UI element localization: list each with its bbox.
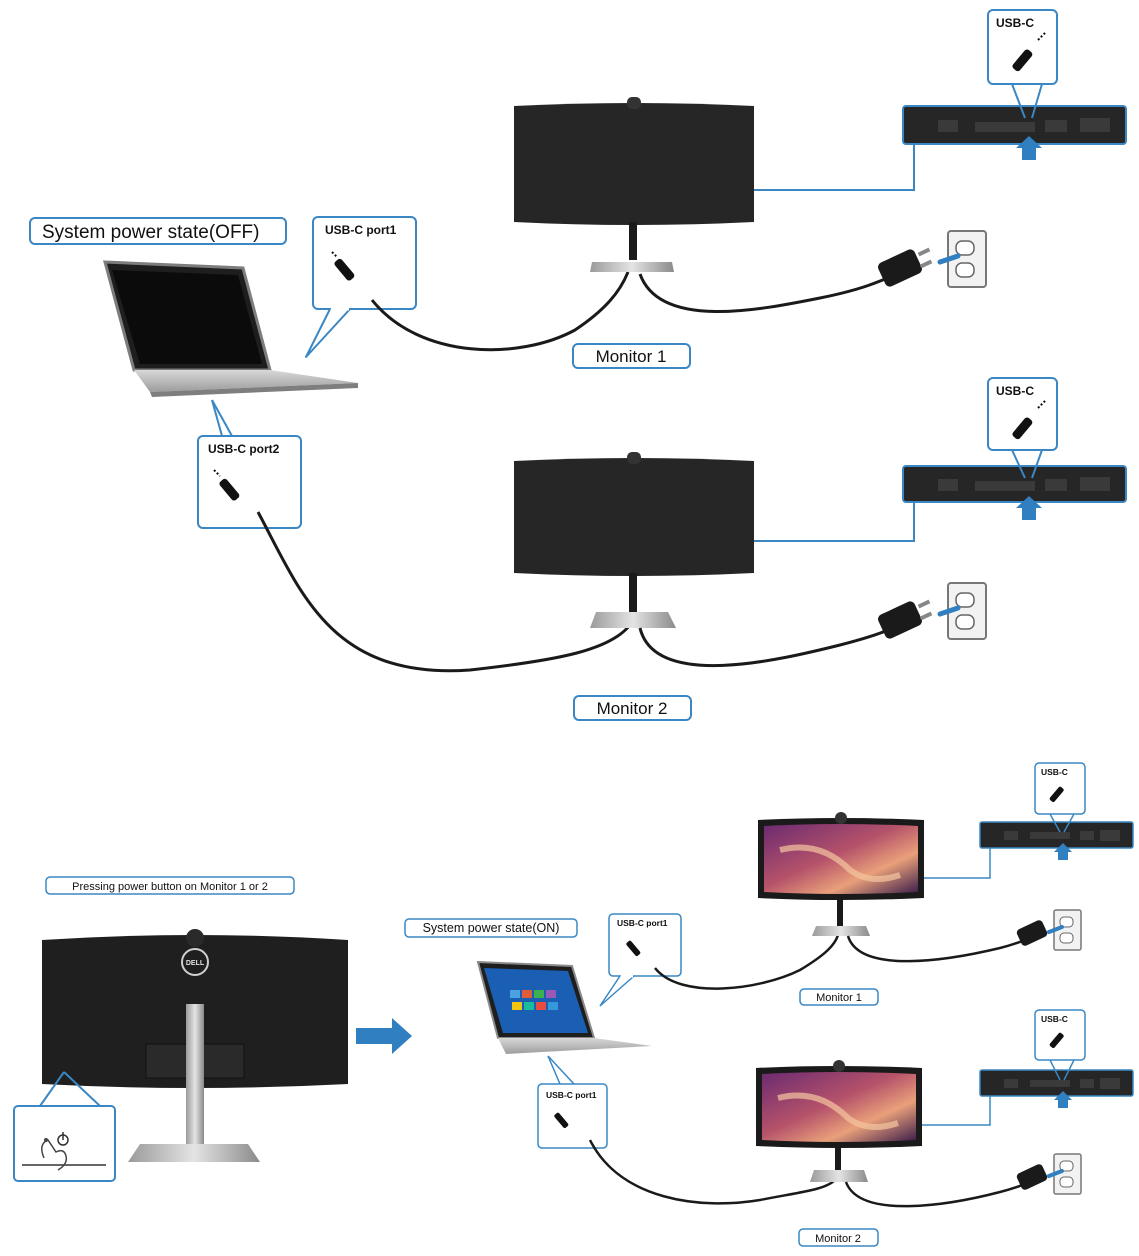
monitor-2-label: Monitor 2 xyxy=(573,695,692,721)
monitor-1-text: Monitor 1 xyxy=(596,347,667,366)
port-zoom-connector xyxy=(924,846,991,879)
power-cable-2 xyxy=(638,620,906,668)
arrow-right-icon xyxy=(356,1018,412,1054)
usbc-port1-text: USB-C port1 xyxy=(325,223,397,237)
monitor-1-on-label: Monitor 1 xyxy=(799,988,879,1006)
usbc-callout-monitor-2-on: USB-C xyxy=(1034,1009,1086,1081)
finger-press-icon xyxy=(41,1139,68,1171)
dell-logo-text: DELL xyxy=(186,960,205,967)
system-power-off-text: System power state(OFF) xyxy=(42,222,260,243)
usbc-text-2: USB-C xyxy=(996,384,1034,398)
laptop-on xyxy=(476,960,652,1054)
power-plug-icon xyxy=(1016,1164,1048,1190)
usbc-port1-callout-on-lower: USB-C port1 xyxy=(537,1055,608,1149)
pressing-power-label: Pressing power button on Monitor 1 or 2 xyxy=(45,876,295,895)
power-plug-icon xyxy=(878,599,933,639)
usbc-cable-1 xyxy=(370,271,630,352)
usbc-plug-icon xyxy=(331,251,355,281)
wall-outlet-icon xyxy=(1047,1153,1082,1195)
monitor-1-port-panel xyxy=(902,105,1127,160)
port-zoom-connector xyxy=(754,500,915,542)
port-zoom-connector xyxy=(922,1094,991,1126)
usbc-port1-callout-on: USB-C port1 xyxy=(599,913,682,1007)
usbc-port2-callout: USB-C port2 xyxy=(197,399,302,529)
usbc-callout-monitor-1-on: USB-C xyxy=(1034,762,1086,833)
usbc-on-text-2: USB-C xyxy=(1041,1014,1068,1024)
monitor-1 xyxy=(514,97,754,272)
usbc-port2-text: USB-C port2 xyxy=(208,442,280,456)
port-zoom-connector xyxy=(754,142,915,191)
system-power-on-text: System power state(ON) xyxy=(423,921,560,935)
power-plug-icon xyxy=(1016,920,1048,946)
monitor-2-on-port-panel xyxy=(979,1069,1134,1108)
usbc-cable-2 xyxy=(256,511,632,673)
dell-logo-icon xyxy=(181,948,209,976)
monitor-2-port-panel xyxy=(902,465,1127,520)
monitor-2-on xyxy=(756,1060,922,1182)
monitor-2-on-label: Monitor 2 xyxy=(798,1228,879,1247)
usbc-on-text-1: USB-C xyxy=(1041,767,1068,777)
system-power-on-label: System power state(ON) xyxy=(404,918,578,938)
power-plug-icon xyxy=(878,247,933,287)
system-power-off-label: System power state(OFF) xyxy=(29,217,287,245)
power-cable-1 xyxy=(638,268,906,313)
power-button-zoom xyxy=(13,1071,116,1182)
power-cable-on-2 xyxy=(844,1176,1041,1208)
usbc-callout-monitor-1: USB-C xyxy=(987,9,1058,119)
monitor-1-on xyxy=(758,812,924,936)
monitor-1-on-port-panel xyxy=(979,821,1134,860)
monitor-1-label: Monitor 1 xyxy=(572,343,691,369)
monitor-2-on-text: Monitor 2 xyxy=(815,1233,861,1245)
monitor-back-large: DELL xyxy=(42,929,348,1162)
wall-outlet-icon xyxy=(937,230,987,288)
wall-outlet-icon xyxy=(937,582,987,640)
usbc-cable-on-1 xyxy=(654,934,840,990)
usbc-port1-on-text: USB-C port1 xyxy=(617,918,668,928)
wall-outlet-icon xyxy=(1047,909,1082,951)
usbc-cable-on-2 xyxy=(588,1139,836,1205)
monitor-1-on-text: Monitor 1 xyxy=(816,992,862,1004)
usbc-callout-monitor-2: USB-C xyxy=(987,377,1058,479)
usbc-port1-callout: USB-C port1 xyxy=(305,216,417,358)
usbc-text-1: USB-C xyxy=(996,16,1034,30)
laptop-off xyxy=(103,260,358,397)
monitor-2 xyxy=(514,452,754,628)
monitor-2-text: Monitor 2 xyxy=(597,699,668,718)
pressing-power-text: Pressing power button on Monitor 1 or 2 xyxy=(72,881,268,893)
power-cable-on-1 xyxy=(846,932,1041,963)
usbc-plug-icon xyxy=(213,469,240,501)
usbc-port1-on-lower-text: USB-C port1 xyxy=(546,1090,597,1100)
